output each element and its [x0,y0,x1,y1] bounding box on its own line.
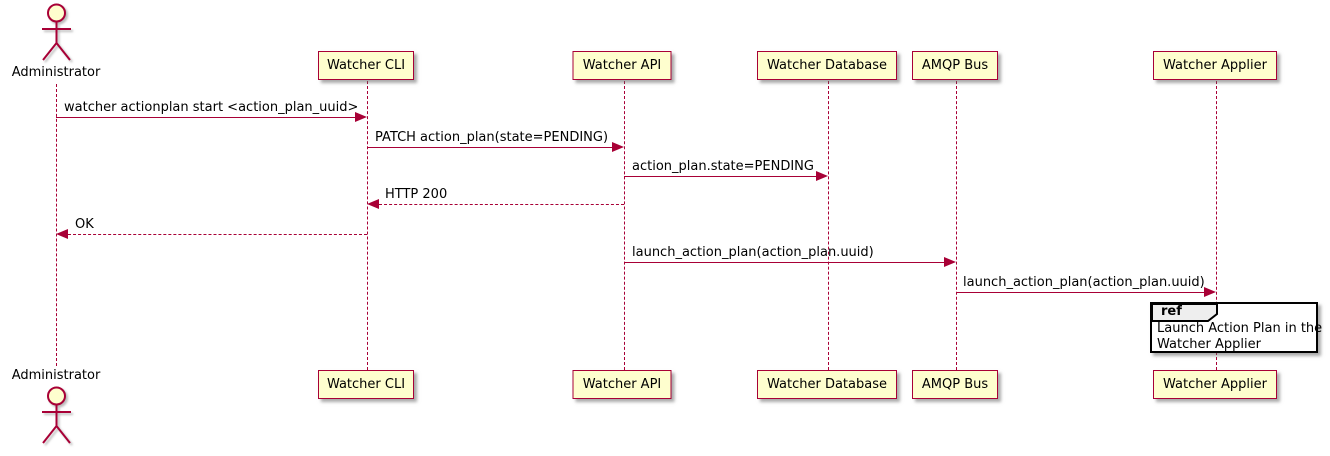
participant-watcher-database: Watcher Database [757,370,897,399]
message-label: watcher actionplan start <action_plan_uu… [64,100,359,115]
lifeline-watcher-applier [1216,81,1217,370]
message-label: launch_action_plan(action_plan.uuid) [963,275,1205,290]
participant-watcher-database: Watcher Database [757,51,897,80]
arrowhead-right-icon [816,171,828,181]
ref-text-line: Launch Action Plan in the [1157,321,1323,336]
arrowhead-right-icon [355,112,367,122]
participant-amqp-bus: AMQP Bus [912,51,998,80]
message-label: PATCH action_plan(state=PENDING) [375,130,609,145]
arrowhead-left-icon [367,199,379,209]
lifeline-administrator [56,84,57,366]
participant-amqp-bus: AMQP Bus [912,370,998,399]
actor-icon [42,386,71,444]
lifeline-watcher-database [828,81,829,370]
message-label: HTTP 200 [385,187,448,202]
actor-label: Administrator [11,368,101,383]
message-label: action_plan.state=PENDING [632,159,814,174]
participant-watcher-cli: Watcher CLI [318,51,414,80]
participant-watcher-cli: Watcher CLI [318,370,414,399]
arrowhead-right-icon [944,257,956,267]
ref-text-line: Watcher Applier [1157,337,1261,352]
participant-watcher-applier: Watcher Applier [1153,51,1277,80]
lifeline-watcher-api [624,81,625,370]
message-line [367,147,613,148]
message-label: launch_action_plan(action_plan.uuid) [632,245,874,260]
message-line [56,117,356,118]
message-line [956,292,1205,293]
arrowhead-left-icon [56,229,68,239]
message-line [624,176,817,177]
message-line [624,262,945,263]
lifeline-amqp-bus [956,81,957,370]
arrowhead-right-icon [1204,287,1216,297]
ref-keyword: ref [1161,304,1182,319]
ref-fragment: ref Launch Action Plan in the Watcher Ap… [1150,302,1322,353]
ref-header-shape [1151,303,1218,322]
lifeline-watcher-cli [367,81,368,370]
ref-text: Launch Action Plan in the Watcher Applie… [1157,321,1322,353]
participant-watcher-api: Watcher API [572,370,672,399]
message-line [68,234,367,235]
participant-watcher-applier: Watcher Applier [1153,370,1277,399]
arrowhead-right-icon [612,142,624,152]
message-label: OK [75,217,94,232]
actor-label: Administrator [11,65,101,80]
participant-watcher-api: Watcher API [572,51,672,80]
message-line [379,204,624,205]
actor-icon [42,3,71,61]
